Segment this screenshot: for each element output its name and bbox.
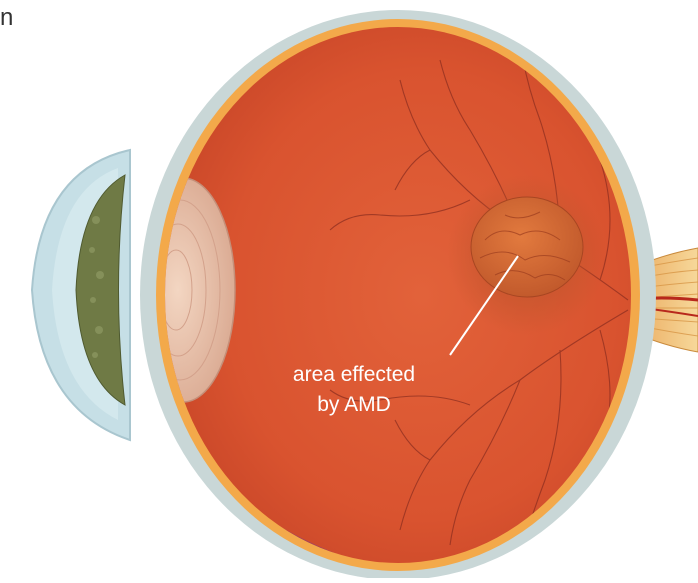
annotation-line-2: by AMD [317, 393, 391, 416]
cropped-heading-fragment: n [0, 4, 13, 32]
annotation-line-1: area effected [293, 363, 415, 386]
macula-lesion [447, 175, 607, 335]
